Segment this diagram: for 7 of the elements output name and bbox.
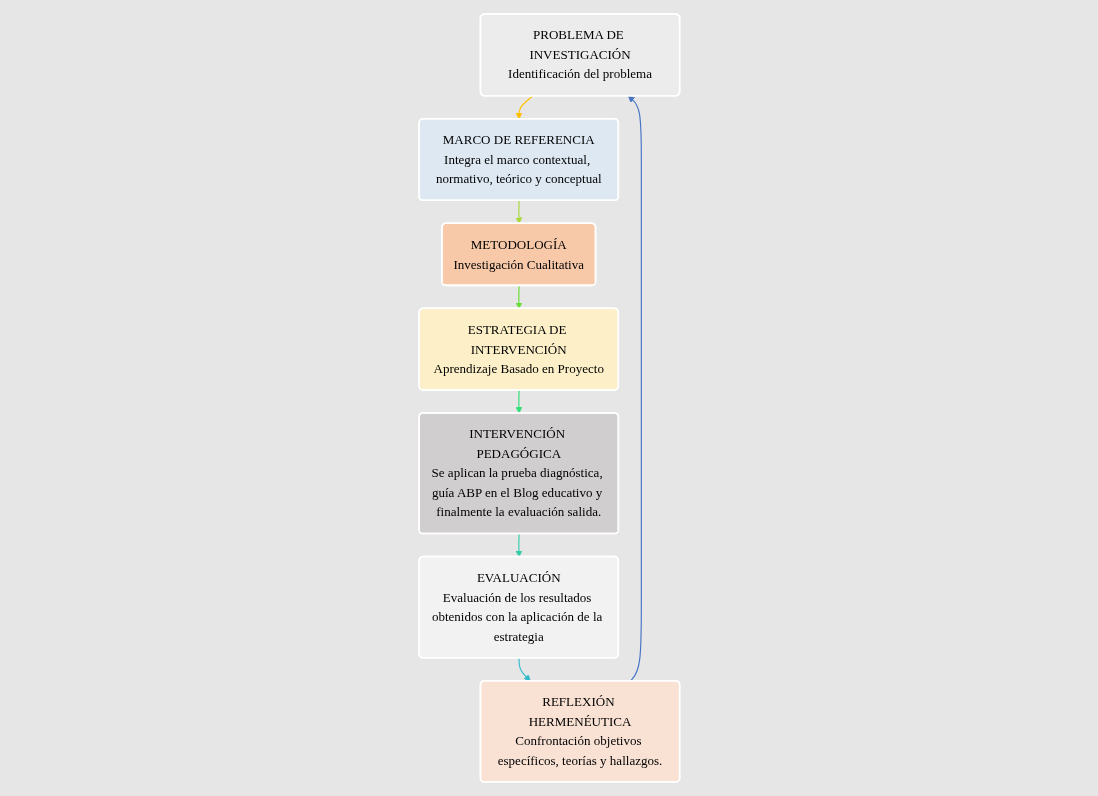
arrow <box>515 533 522 558</box>
arrow <box>515 285 522 310</box>
arrow <box>515 95 533 120</box>
arrow <box>515 389 522 414</box>
arrow <box>515 200 522 224</box>
arrow <box>518 657 531 682</box>
arrow <box>627 95 642 682</box>
